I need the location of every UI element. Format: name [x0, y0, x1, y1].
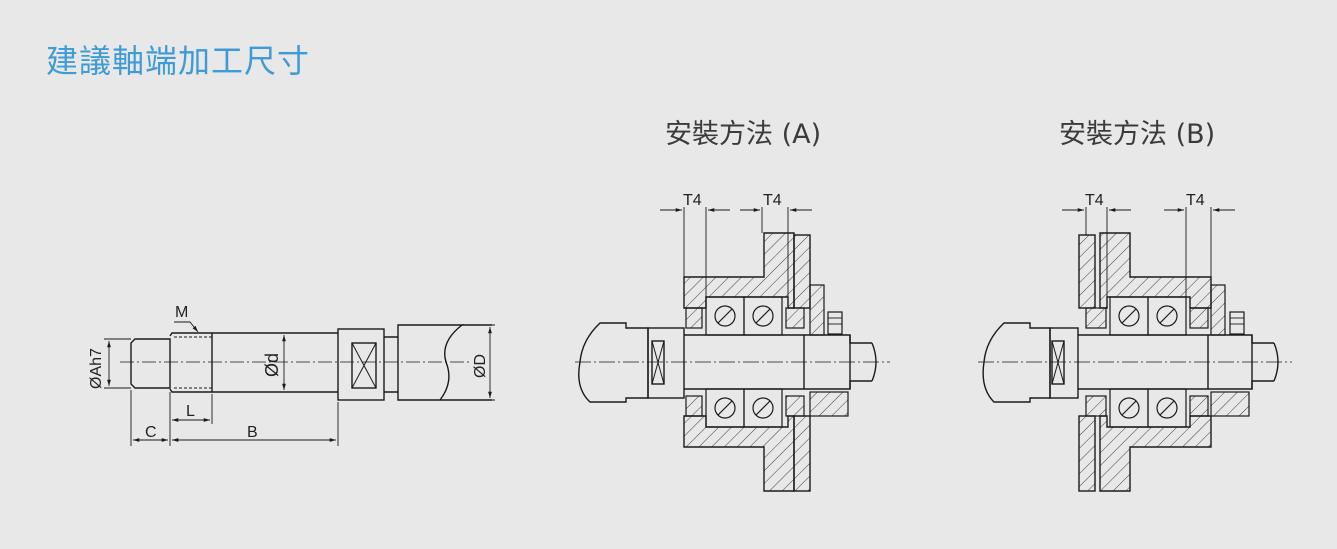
- method-a-drawing: T4 T4: [575, 192, 890, 492]
- method-a-t4-right: T4: [763, 192, 782, 209]
- label-dia-a: ØAh7: [88, 348, 105, 389]
- method-a-title: 安裝方法 (A): [665, 119, 822, 150]
- shaft-end-drawing: [120, 324, 492, 401]
- method-a-t4-left: T4: [683, 192, 702, 209]
- shaft-labels: M ØAh7 Ød ØD C L B: [88, 304, 489, 441]
- method-b-t4-left: T4: [1085, 192, 1104, 209]
- label-dia-d: Ød: [262, 353, 282, 377]
- label-dia-big-d: ØD: [472, 354, 489, 378]
- page-title: 建議軸端加工尺寸: [46, 42, 311, 80]
- label-c: C: [145, 424, 157, 441]
- label-m: M: [175, 304, 188, 321]
- label-b: B: [247, 424, 258, 441]
- method-b-t4-right: T4: [1186, 192, 1205, 209]
- shaft-dimensions: [104, 321, 495, 446]
- label-l: L: [186, 403, 195, 420]
- method-b-drawing: T4 T4: [978, 192, 1292, 492]
- method-b-title: 安裝方法 (B): [1059, 119, 1216, 150]
